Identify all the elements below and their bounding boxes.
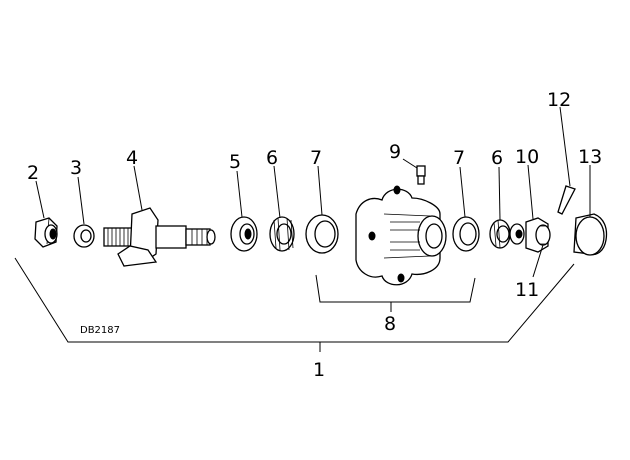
part-inner-cup: [305, 214, 339, 254]
assembly-bracket: [14, 257, 575, 352]
leader-lines: [35, 106, 591, 278]
callout-12: 12: [547, 89, 571, 111]
part-thrust-washer: [509, 223, 525, 245]
callout-7-inner: 7: [310, 147, 322, 169]
part-outer-bearing: [489, 219, 511, 249]
callout-11: 11: [515, 279, 539, 301]
callout-6-inner: 6: [266, 147, 278, 169]
part-castle-nut: [525, 217, 551, 253]
hub-group-bracket: [315, 274, 476, 312]
part-split-pin: [557, 185, 576, 215]
callout-9: 9: [389, 141, 401, 163]
callout-8: 8: [384, 313, 396, 335]
part-washer: [73, 224, 95, 248]
part-hub-cap: [573, 213, 608, 256]
callout-10: 10: [515, 146, 539, 168]
part-seal: [230, 216, 258, 252]
callout-4: 4: [126, 147, 138, 169]
callout-6-outer: 6: [491, 147, 503, 169]
callout-1: 1: [313, 359, 325, 381]
callout-labels: 2 3 4 5 6 7 9 7 6 10 12 13 11 8 1 DB2187: [27, 89, 602, 381]
part-outer-cup: [452, 216, 480, 252]
drawing-code: DB2187: [80, 325, 120, 336]
callout-2: 2: [27, 162, 39, 184]
callout-3: 3: [70, 157, 82, 179]
part-stub-axle: [103, 207, 216, 267]
callout-7-outer: 7: [453, 147, 465, 169]
callout-5: 5: [229, 151, 241, 173]
callout-13: 13: [578, 146, 602, 168]
part-nut: [34, 217, 58, 248]
part-grease-nipple: [416, 165, 426, 185]
part-hub: [355, 185, 447, 286]
part-inner-bearing: [269, 216, 295, 252]
